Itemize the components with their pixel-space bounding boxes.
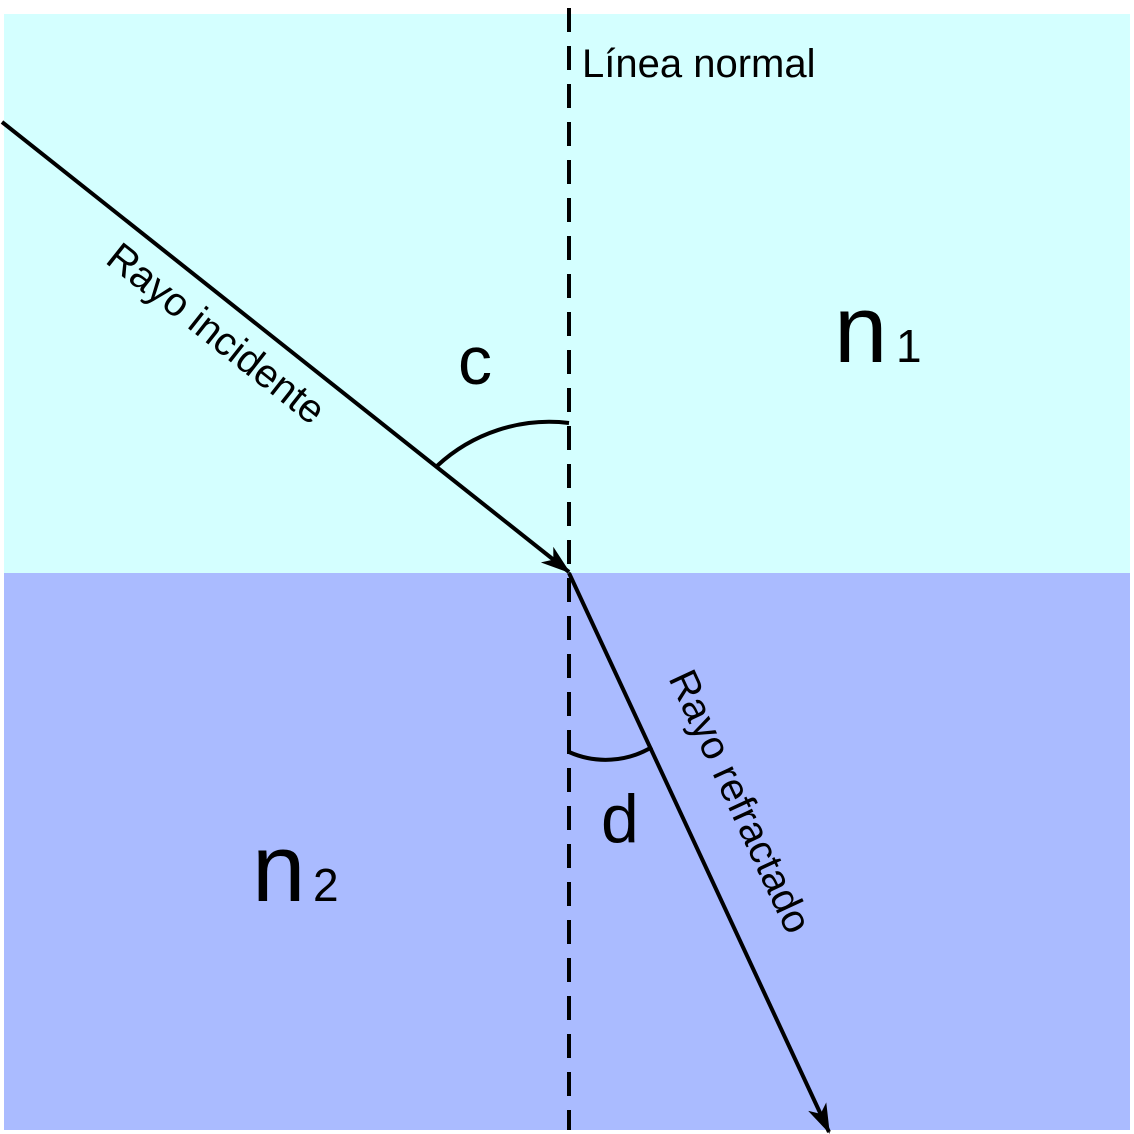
- medium-2-index-symbol: n: [252, 815, 305, 922]
- normal-line-label: Línea normal: [582, 42, 815, 86]
- refracted-ray: [567, 572, 831, 1134]
- angle-arc-incidence: [435, 419, 570, 468]
- incident-ray: [0, 120, 571, 574]
- angle-label-c: c: [458, 323, 492, 399]
- medium-1-index-subscript: 1: [896, 320, 922, 372]
- angle-label-d: d: [601, 781, 639, 857]
- angle-arc-refraction: [568, 745, 654, 762]
- medium-1-index-symbol: n: [834, 276, 887, 383]
- medium-2-index-subscript: 2: [313, 859, 339, 911]
